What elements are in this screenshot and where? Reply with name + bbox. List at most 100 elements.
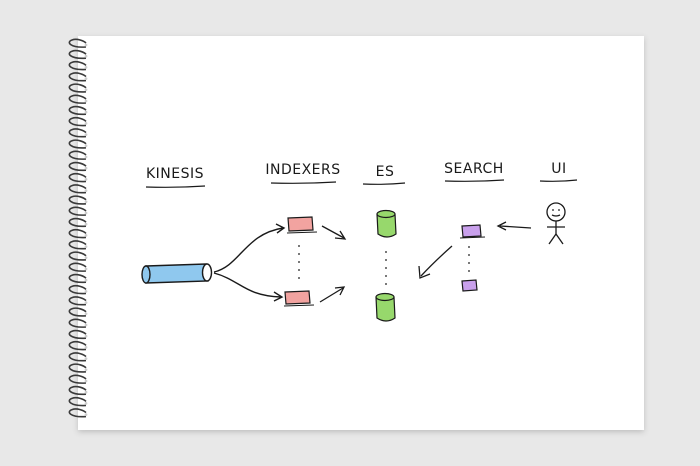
spiral-hole (84, 133, 88, 137)
spiral-hole (84, 357, 88, 360)
spiral-ring (68, 228, 87, 239)
spiral-hole (84, 43, 88, 47)
spiral-ring (68, 105, 87, 116)
spiral-ring (68, 139, 87, 149)
spiral-hole (84, 234, 88, 237)
search-box-top (461, 224, 482, 238)
search-dots (468, 246, 470, 272)
spiral-ring (68, 408, 87, 418)
indexer-base-top (286, 231, 318, 234)
spiral-ring (68, 161, 87, 172)
spiral-ring (68, 307, 87, 317)
spiral-hole (84, 245, 88, 249)
es-dots (385, 251, 387, 285)
underline-ui (539, 179, 578, 182)
spiral-ring (68, 385, 87, 396)
spiral-hole (84, 200, 88, 204)
spiral-ring (68, 363, 87, 373)
arrowhead-pipe-to-indexer-top (275, 223, 286, 234)
ui-to-search-arrow (496, 221, 532, 231)
spiral-hole (84, 66, 88, 69)
arrowhead-search-to-es (418, 265, 431, 279)
spiral-hole (84, 110, 88, 114)
spiral-ring (68, 284, 87, 295)
spiral-ring (68, 340, 87, 351)
spiral-hole (84, 256, 88, 260)
spiral-ring (68, 251, 87, 261)
arrow-indexer-bottom-to-es (319, 287, 344, 303)
spiral-ring (68, 262, 87, 272)
spiral-ring (68, 396, 87, 407)
arrowhead-indexer-top-to-es (334, 230, 347, 240)
kinesis-pipe-icon (141, 263, 213, 284)
spiral-hole (84, 178, 88, 181)
underline-indexers (270, 181, 337, 184)
spiral-hole (84, 99, 88, 103)
notebook-paper (78, 36, 644, 430)
arrow-search-to-es (420, 245, 453, 277)
spiral-hole (84, 346, 88, 349)
spiral-hole (84, 390, 88, 394)
search-base-top (459, 236, 486, 239)
spiral-ring (68, 150, 87, 160)
label-kinesis: KINESIS (146, 166, 204, 182)
stick-figure-icon (546, 202, 566, 245)
spiral-hole (84, 290, 88, 293)
header-search: SEARCH (444, 161, 505, 182)
label-es: ES (376, 164, 395, 180)
spiral-ring (68, 240, 87, 250)
label-ui: UI (551, 161, 566, 177)
arrow-indexer-top-to-es (321, 225, 345, 239)
spiral-hole (84, 312, 88, 316)
pipe-right-opening (201, 263, 213, 282)
label-search: SEARCH (444, 161, 504, 177)
spiral-hole (84, 323, 88, 327)
header-ui: UI (539, 161, 578, 182)
spiral-ring (68, 38, 87, 48)
underline-kinesis (145, 185, 206, 188)
search-to-es-arrow (418, 245, 453, 279)
indexer-dots (298, 245, 300, 279)
header-indexers: INDEXERS (265, 162, 340, 184)
spiral-ring (68, 352, 87, 362)
spiral-hole (84, 189, 88, 193)
spiral-ring (68, 184, 87, 194)
spiral-hole (84, 267, 88, 271)
spiral-ring (68, 49, 87, 60)
spiral-ring (68, 172, 87, 183)
indexer-base-bottom (283, 304, 315, 307)
spiral-hole (84, 368, 88, 372)
arrowhead-indexer-bottom-to-es (334, 286, 346, 296)
pipe-body (145, 263, 209, 284)
spiral-ring (68, 116, 87, 127)
pipe-to-indexers-arrows (213, 223, 286, 302)
spiral-hole (84, 155, 88, 159)
spiral-ring (68, 273, 87, 284)
underline-es (362, 182, 406, 185)
spiral-ring (68, 195, 87, 205)
spiral-ring (68, 374, 87, 384)
spiral-ring (68, 128, 87, 138)
spiral-hole (84, 122, 88, 125)
spiral-hole (84, 166, 88, 170)
arrow-pipe-to-indexer-top (213, 227, 284, 273)
underline-search (444, 179, 505, 182)
search-node-top (459, 224, 486, 239)
pipe-left-cap (141, 265, 151, 284)
header-kinesis: KINESIS (145, 166, 206, 188)
es-cylinder-top-icon (376, 209, 397, 238)
header-es: ES (362, 164, 406, 185)
indexer-box-top (287, 216, 314, 232)
indexer-bottom (283, 290, 315, 307)
es-cylinder-bottom-icon (375, 292, 396, 322)
arrow-ui-to-search (499, 225, 532, 229)
spiral-hole (84, 278, 88, 282)
spiral-hole (84, 77, 88, 80)
spiral-ring (68, 318, 87, 328)
spiral-ring (68, 296, 87, 306)
spiral-hole (84, 301, 88, 304)
label-indexers: INDEXERS (265, 162, 340, 178)
arrow-pipe-to-indexer-bottom (213, 272, 282, 298)
